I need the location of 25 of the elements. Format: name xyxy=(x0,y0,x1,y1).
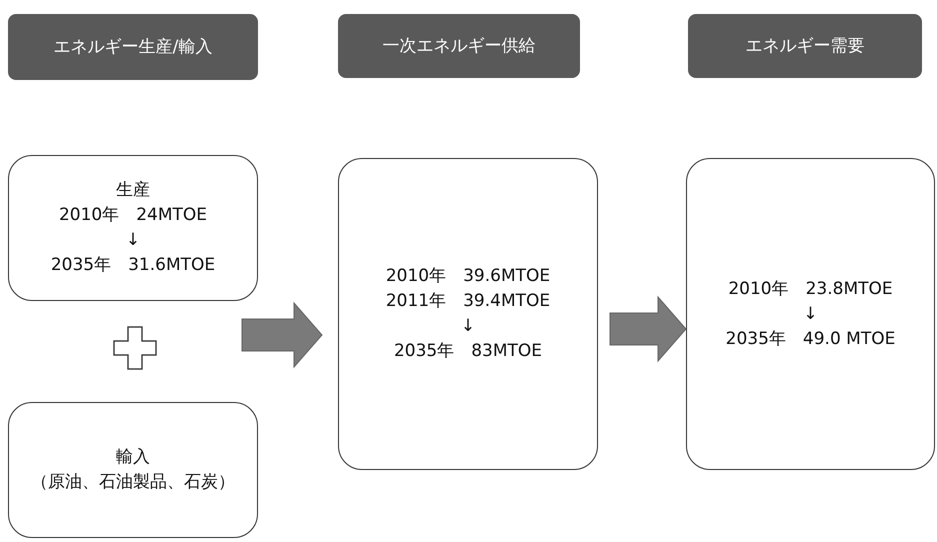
node-text: ↓ xyxy=(126,229,140,252)
node-text: 2035年 83MTOE xyxy=(394,340,542,363)
process-box xyxy=(8,402,258,538)
header-text: 一次エネルギー供給 xyxy=(382,35,536,57)
header-text: エネルギー生産/輸入 xyxy=(54,36,212,58)
node-text: 2035年 49.0 MTOE xyxy=(726,328,896,350)
header-box xyxy=(338,14,580,78)
node-text: ↓ xyxy=(803,302,818,326)
node-text: ↓ xyxy=(460,315,476,338)
node-text: 2035年 31.6MTOE xyxy=(50,254,216,277)
node-text: 生産 xyxy=(116,179,150,202)
node-text: 2010年 23.8MTOE xyxy=(728,278,893,300)
process-box xyxy=(686,158,935,470)
header-box xyxy=(688,14,922,78)
node-text: 2011年 39.4MTOE xyxy=(386,290,550,313)
process-box xyxy=(338,158,598,470)
block-arrow xyxy=(242,302,323,368)
node-text: 2010年 24MTOE xyxy=(58,204,208,227)
header-text: エネルギー需要 xyxy=(746,35,864,57)
block-arrow xyxy=(610,296,687,362)
process-box xyxy=(8,155,258,301)
node-text: （原油、石油製品、石炭） xyxy=(31,471,235,494)
header-box xyxy=(8,14,258,80)
node-text: 輸入 xyxy=(116,446,150,469)
node-text: 2010年 39.6MTOE xyxy=(386,265,550,288)
